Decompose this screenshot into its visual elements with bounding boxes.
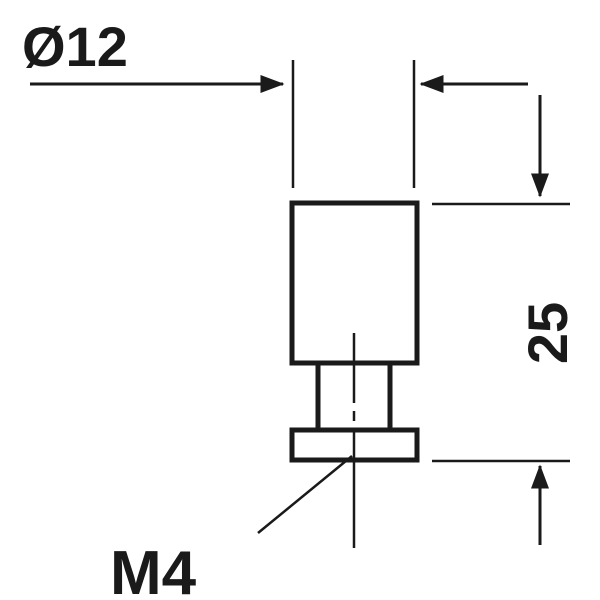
thread-leader-line xyxy=(257,455,353,534)
height-label: 25 xyxy=(516,302,579,364)
diameter-label: Ø12 xyxy=(22,15,128,78)
thread-label: M4 xyxy=(110,539,197,600)
